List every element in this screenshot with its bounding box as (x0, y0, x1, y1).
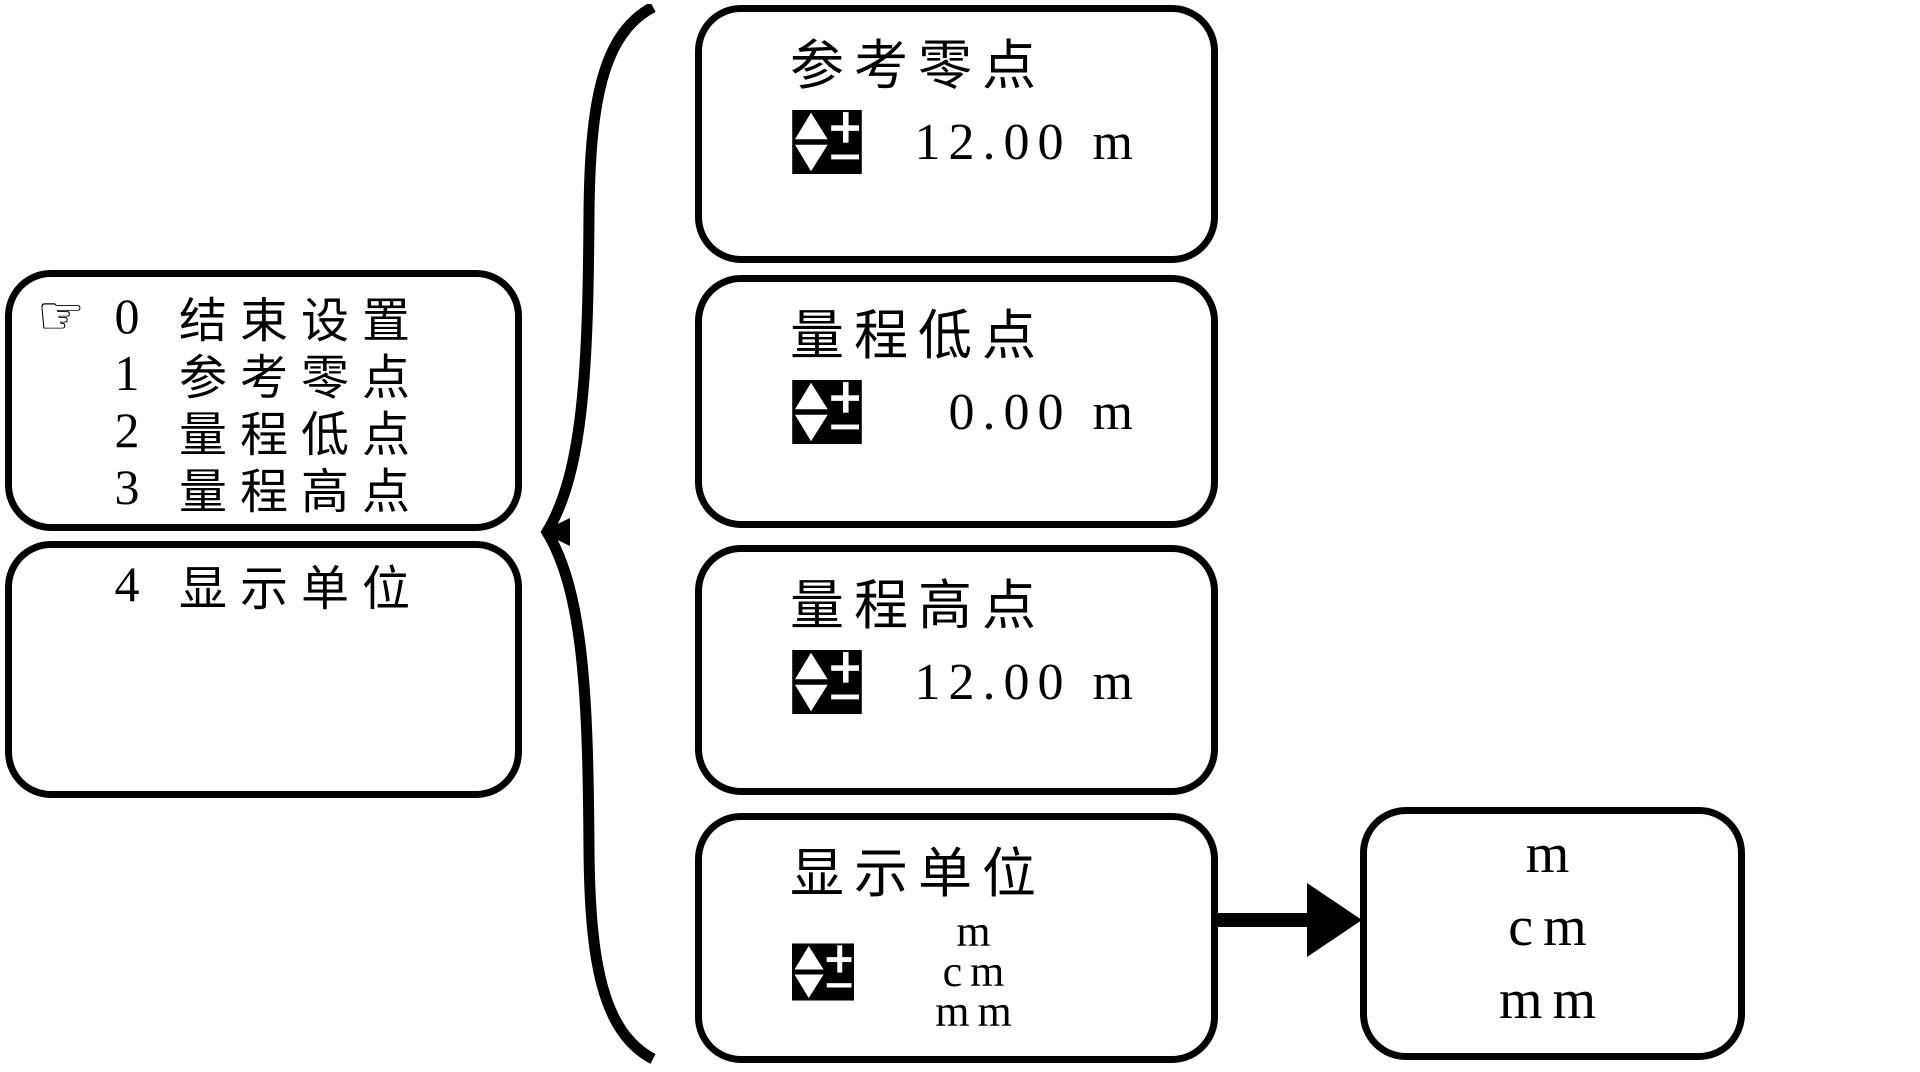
adjust-plus-minus-icon (792, 943, 854, 1001)
menu-screen-items-0-3: ☞ 0 结束设置 1 参考零点 2 量程低点 3 量程高点 (5, 270, 522, 531)
menu-item-2: 2 量程低点 (17, 401, 515, 462)
adjust-plus-minus-icon (792, 380, 862, 444)
menu-item-label: 量程低点 (179, 408, 424, 462)
unit-option: mm (1498, 969, 1607, 1031)
screen-range-low: 量程低点 0.00 m (695, 275, 1218, 528)
parameter-value: 12.00 m (914, 113, 1141, 171)
screen-reference-zero: 参考零点 12.00 m (695, 5, 1218, 263)
screen-range-high: 量程高点 12.00 m (695, 545, 1218, 795)
right-arrow-connector (1212, 883, 1362, 957)
unit-option: m (956, 907, 999, 956)
unit-option: m (1525, 823, 1580, 885)
menu-item-1: 1 参考零点 (17, 344, 515, 405)
menu-item-label: 参考零点 (179, 351, 424, 405)
screen-title: 量程低点 (790, 306, 1046, 366)
adjust-plus-minus-icon (792, 650, 862, 714)
brace-cusp (541, 518, 570, 546)
unit-option: cm (1508, 896, 1597, 958)
screen-display-unit: 显示单位 m cm mm (695, 813, 1218, 1063)
menu-item-number: 4 (114, 555, 140, 612)
screen-title: 量程高点 (790, 576, 1046, 636)
unit-option-list: m cm mm (854, 907, 1101, 1036)
screen-title: 参考零点 (790, 36, 1046, 96)
menu-item-label: 量程高点 (179, 465, 424, 519)
parameter-value: 12.00 m (914, 653, 1141, 711)
screen-title: 显示单位 (790, 844, 1046, 904)
unit-option-list: m cm mm (1367, 814, 1738, 1037)
menu-item-0: ☞ 0 结束设置 (17, 284, 515, 348)
menu-screen-item-4: 4 显示单位 (5, 541, 522, 798)
menu-item-4: 4 显示单位 (17, 555, 515, 616)
adjust-plus-minus-icon (792, 110, 862, 174)
hand-pointer-icon: ☞ (36, 284, 86, 347)
unit-option: mm (935, 987, 1020, 1036)
menu-item-number: 2 (114, 401, 140, 458)
menu-item-number: 0 (114, 287, 140, 344)
unit-option: cm (942, 947, 1013, 996)
menu-item-number: 1 (114, 344, 140, 401)
menu-item-3: 3 量程高点 (17, 458, 515, 519)
menu-item-number: 3 (114, 458, 140, 515)
menu-item-label: 结束设置 (179, 294, 424, 348)
menu-item-label: 显示单位 (179, 562, 424, 616)
unit-options-box: m cm mm (1360, 807, 1745, 1060)
arrowhead (1307, 883, 1362, 957)
curly-brace-connector (540, 4, 656, 1064)
parameter-value: 0.00 m (948, 383, 1141, 441)
